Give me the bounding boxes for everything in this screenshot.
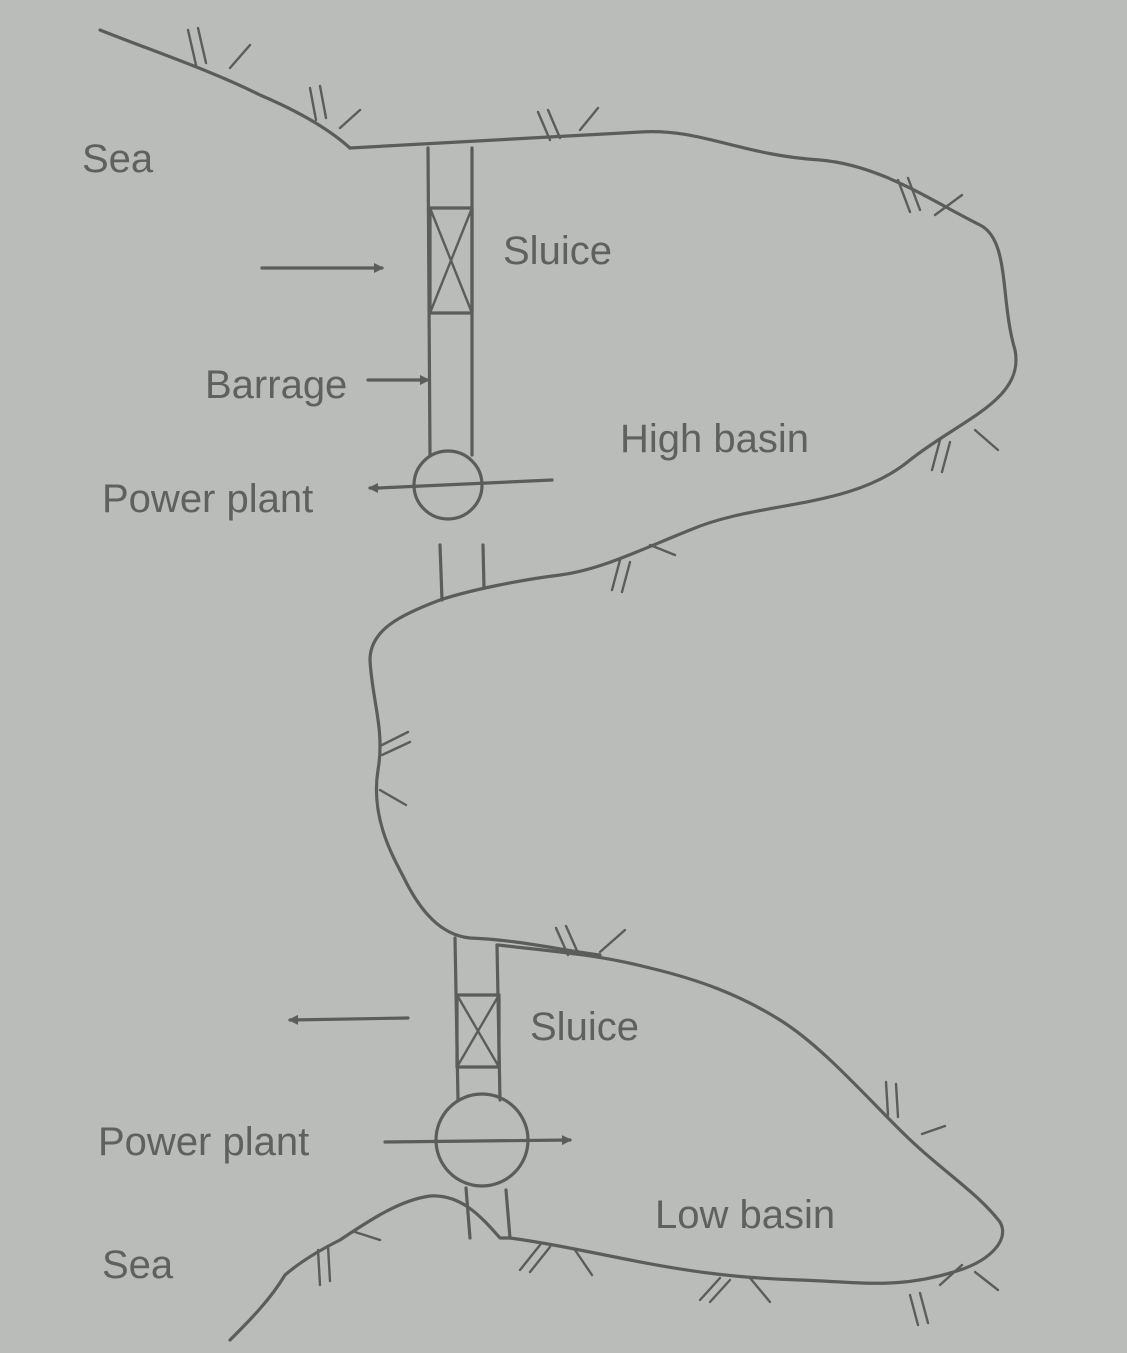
label-power-plant-bottom: Power plant bbox=[98, 1120, 309, 1164]
upper-barrage bbox=[426, 146, 486, 602]
label-sluice-top: Sluice bbox=[503, 229, 612, 273]
lower-power-plant-flow-arrow bbox=[383, 1135, 572, 1146]
low-basin-hatch bbox=[518, 924, 1000, 1327]
lower-sea-coastline bbox=[228, 1194, 512, 1342]
middle-land-hatch bbox=[378, 730, 412, 807]
upper-sea-coastline bbox=[98, 28, 352, 150]
label-sluice-bottom: Sluice bbox=[530, 1005, 639, 1049]
lower-barrage bbox=[453, 936, 512, 1240]
lower-coast-hatch bbox=[316, 1230, 382, 1287]
high-basin-outline bbox=[348, 129, 1018, 602]
label-power-plant-top: Power plant bbox=[102, 477, 313, 521]
upper-coast-hatch bbox=[186, 26, 362, 130]
label-sea-top: Sea bbox=[82, 137, 154, 181]
middle-land-outline bbox=[368, 598, 602, 957]
low-basin-outline bbox=[496, 943, 1005, 1285]
label-low-basin: Low basin bbox=[655, 1193, 835, 1237]
label-barrage: Barrage bbox=[205, 363, 347, 407]
high-basin-hatch bbox=[536, 106, 1000, 594]
label-high-basin: High basin bbox=[620, 417, 809, 461]
upper-sluice-gate bbox=[428, 206, 474, 315]
lower-sluice-gate bbox=[455, 993, 501, 1069]
upper-power-plant-flow bbox=[376, 478, 554, 490]
outflow-arrow bbox=[288, 1014, 410, 1025]
label-sea-bottom: Sea bbox=[102, 1243, 174, 1287]
